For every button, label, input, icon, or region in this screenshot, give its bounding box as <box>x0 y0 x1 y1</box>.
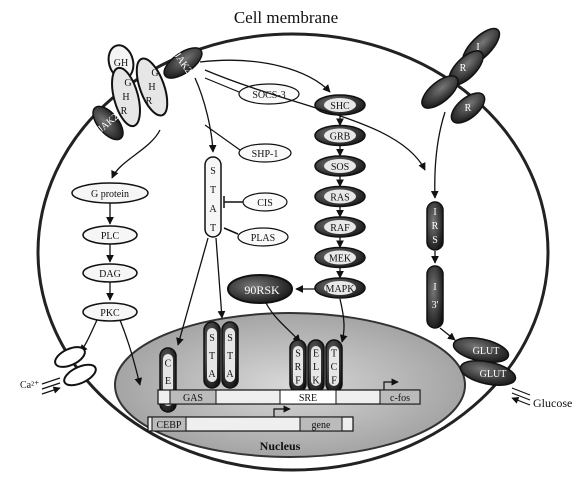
mapk-cascade-label-mapk: MAPK <box>326 284 356 295</box>
ghr-left-letter-1: G <box>124 78 131 89</box>
stat-pathway: S T A T SOCS-3 SHP-1 CIS PLAS <box>178 78 299 345</box>
ghr-left-letter-3: R <box>121 106 128 117</box>
stat-letter-2: T <box>210 185 216 196</box>
pi3k-node <box>427 266 443 328</box>
ghr-right-letter-3: R <box>146 96 153 107</box>
nuclear-elk-letter-1: E <box>313 349 319 360</box>
ca-influx-arrows <box>42 378 60 394</box>
socs3-label: SOCS-3 <box>252 90 285 101</box>
nuclear-stat-b-letter-2: T <box>227 351 233 362</box>
glucose-label: Glucose <box>533 396 572 410</box>
shp1-inhibit <box>205 125 240 150</box>
arrow-pi3k-glut <box>440 328 455 340</box>
glucose-influx-arrows <box>512 388 530 405</box>
ghr-right-letter-2: H <box>148 82 155 93</box>
gh-receptor-complex: GH G H R G H R JAK2 JAK2 <box>87 42 206 145</box>
stat-letter-3: A <box>209 204 217 215</box>
ir-letter-2: R <box>460 63 467 74</box>
shp1-label: SHP-1 <box>252 149 279 160</box>
irs-letter-2: R <box>432 221 439 232</box>
calcium-label: Ca²⁺ <box>20 380 39 391</box>
nuclear-srf-letter-3: F <box>295 375 301 386</box>
cis-label: CIS <box>257 198 273 209</box>
dna-cebp-label: CEBP <box>156 420 181 431</box>
nuclear-tcf-letter-3: F <box>331 375 337 386</box>
rsk90-label: 90RSK <box>244 283 280 297</box>
nuclear-tcf-letter-1: T <box>331 349 337 360</box>
arrow-stat-nucleus-2 <box>216 238 222 318</box>
ghr-right-letter-1: G <box>151 68 158 79</box>
nuclear-cebp-letter-1: C <box>165 359 172 370</box>
nuclear-stat-a-letter-1: S <box>209 333 215 344</box>
nucleus-label: Nucleus <box>260 439 301 453</box>
nuclear-elk-letter-2: L <box>313 362 319 373</box>
calcium-channels: Ca²⁺ <box>20 343 99 394</box>
mapk-cascade-label-sos: SOS <box>331 162 349 173</box>
mapk-cascade-label-raf: RAF <box>330 223 350 234</box>
nuclear-stat-a-letter-2: T <box>209 351 215 362</box>
socs3-inhibit <box>205 78 239 92</box>
dna-gas-label: GAS <box>183 393 203 404</box>
ir-letter-3: R <box>465 103 472 114</box>
arrow-jak-irs <box>205 70 425 170</box>
nuclear-tcf-letter-2: C <box>331 362 338 373</box>
stat-letter-4: T <box>210 223 216 234</box>
insulin-receptor: I R R <box>417 23 505 129</box>
cell-membrane-title: Cell membrane <box>234 8 338 27</box>
nuclear-stat-b-letter-1: S <box>227 333 233 344</box>
nuclear-srf-letter-2: R <box>295 362 302 373</box>
pi3k-letter-1: I <box>433 282 436 293</box>
nuclear-cebp-letter-2: E <box>165 376 171 387</box>
plas-label: PLAS <box>251 233 275 244</box>
mapk-cascade-label-grb: GRB <box>330 132 351 143</box>
dag-label: DAG <box>99 269 121 280</box>
arrow-jak-stat <box>195 78 213 152</box>
plas-inhibit <box>224 228 238 234</box>
glut-1-label: GLUT <box>473 346 500 357</box>
stat-letter-1: S <box>210 166 216 177</box>
pkc-label: PKC <box>100 308 120 319</box>
dna-cfos-label: c-fos <box>390 393 410 404</box>
nuclear-elk-letter-3: K <box>312 375 320 386</box>
nuclear-stat-a-letter-3: A <box>208 369 216 380</box>
irs-letter-1: I <box>433 207 436 218</box>
irs-letter-3: S <box>432 235 438 246</box>
ir-letter-1: I <box>476 42 479 53</box>
nuclear-stat-b-letter-3: A <box>226 369 234 380</box>
plc-label: PLC <box>101 231 120 242</box>
dna-gene-label: gene <box>312 420 331 431</box>
gprotein-label: G protein <box>91 189 129 200</box>
nuclear-srf-letter-1: S <box>295 349 301 360</box>
arrow-ir-irs <box>435 112 445 198</box>
mapk-cascade-label-shc: SHC <box>330 101 350 112</box>
ghr-left-letter-2: H <box>122 92 129 103</box>
glut-2-label: GLUT <box>480 369 507 380</box>
dna-sre-label: SRE <box>299 393 317 404</box>
mapk-cascade-label-ras: RAS <box>330 193 349 204</box>
pi3k-letter-2: 3' <box>432 300 439 311</box>
mapk-cascade-label-mek: MEK <box>329 254 352 265</box>
